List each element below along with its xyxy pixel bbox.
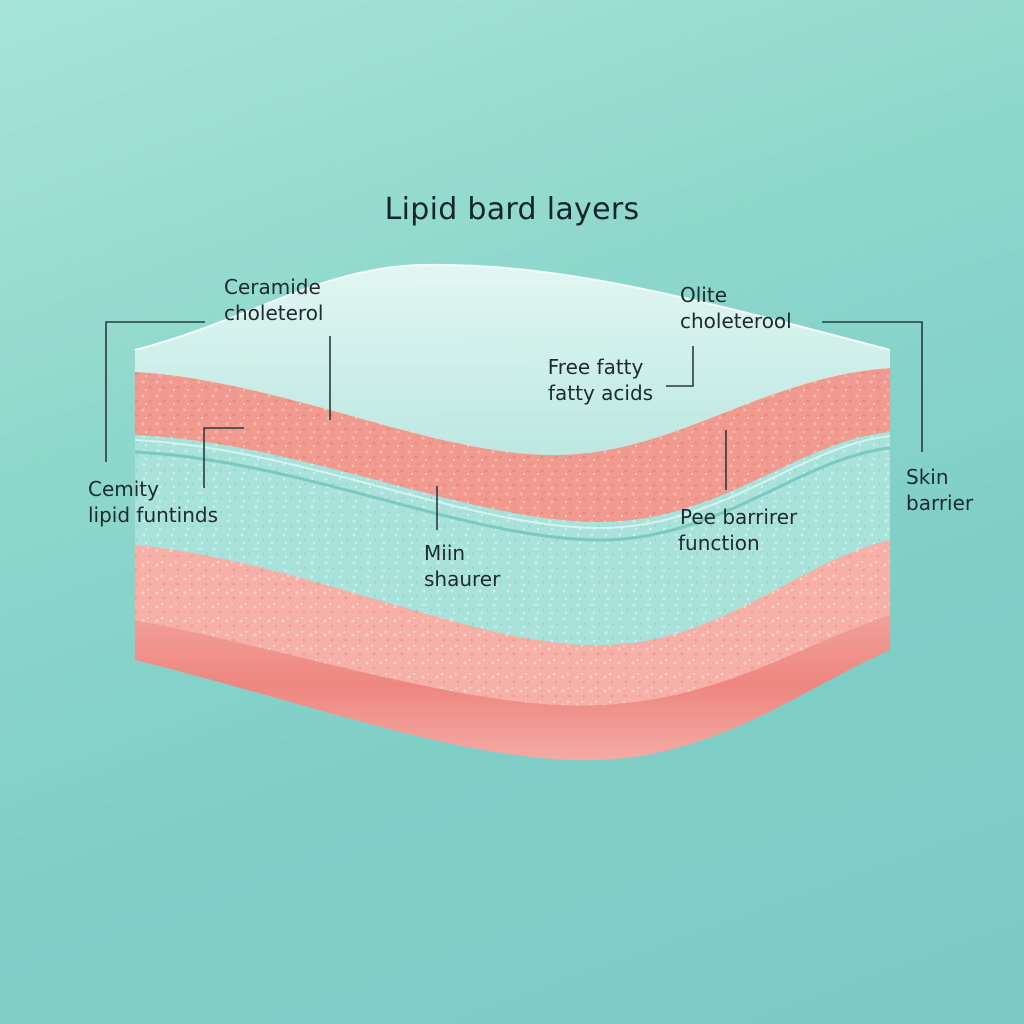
label-cemity-line1: Cemity xyxy=(88,477,159,501)
leader-skin-barrier xyxy=(822,321,923,452)
leader-cemity xyxy=(105,321,205,462)
label-pee-barrier-line2: function xyxy=(678,531,760,555)
label-pee-barrier-line1: Pee barrirer xyxy=(680,505,798,529)
top-layer xyxy=(135,264,890,456)
lower-salmon-layer xyxy=(135,535,890,706)
label-skin-barrier-line2: barrier xyxy=(906,491,974,515)
label-skin-barrier: Skin barrier xyxy=(906,464,973,516)
label-ceramide-line2: choleterol xyxy=(224,301,324,325)
label-free-fatty-line2: fatty acids xyxy=(548,381,654,405)
label-free-fatty-line1: Free fatty xyxy=(547,355,644,379)
upper-salmon-layer xyxy=(135,365,890,522)
label-cemity-line2: lipid funtinds xyxy=(88,503,218,527)
leader-lines xyxy=(105,321,923,530)
membrane-stripe xyxy=(134,446,891,542)
label-ceramide: Ceramide choleterol xyxy=(224,274,324,326)
top-layer-edge xyxy=(134,263,891,351)
label-ceramide-line1: Ceramide xyxy=(224,275,321,299)
leader-lipid-functions xyxy=(203,427,244,488)
label-pee-barrier: Pee barrirer function xyxy=(678,504,797,556)
membrane-stripe-highlight xyxy=(134,435,891,530)
label-skin-barrier-line1: Skin xyxy=(906,465,949,489)
diagram-title: Lipid bard layers xyxy=(384,192,640,227)
label-olite-line1: Olite xyxy=(680,283,728,307)
label-miin-line1: Miin xyxy=(424,541,466,565)
label-olite: Olite choleterool xyxy=(680,282,792,334)
label-free-fatty: Free fatty fatty acids xyxy=(538,354,653,406)
label-olite-line2: choleterool xyxy=(680,309,792,333)
leader-free-fatty xyxy=(666,346,694,387)
label-cemity: Cemity lipid funtinds xyxy=(88,476,218,528)
label-miin: Miin shaurer xyxy=(424,540,500,592)
base-layer xyxy=(135,610,890,761)
label-miin-line2: shaurer xyxy=(424,567,501,591)
